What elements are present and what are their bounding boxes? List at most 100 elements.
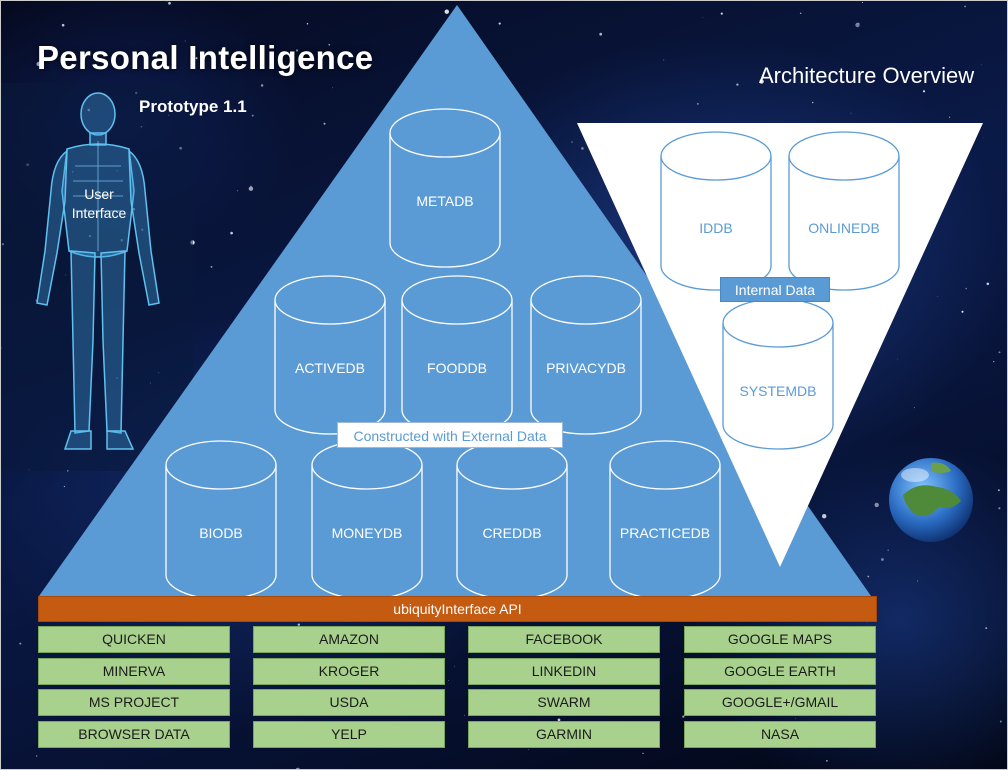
database-label: PRACTICEDB: [619, 525, 711, 541]
ubiquity-interface-api-bar: ubiquityInterface API: [38, 596, 877, 622]
star: [498, 22, 501, 25]
star: [999, 720, 1002, 723]
star: [332, 87, 334, 89]
star: [874, 502, 879, 508]
star: [980, 64, 982, 66]
database-cylinder: [722, 298, 834, 450]
star: [682, 715, 685, 718]
star: [36, 755, 38, 757]
star: [464, 715, 465, 717]
source-box: LINKEDIN: [468, 657, 660, 685]
source-box: MINERVA: [38, 657, 230, 685]
external-data-label: Constructed with External Data: [337, 422, 563, 448]
source-box: FACEBOOK: [468, 626, 660, 653]
star: [250, 185, 252, 187]
source-box: MS PROJECT: [38, 689, 230, 717]
star: [881, 558, 884, 561]
database-label: ONLINEDB: [808, 220, 880, 236]
star: [696, 103, 699, 105]
database-cylinder: [660, 131, 772, 291]
star: [998, 489, 1000, 491]
database-label: SYSTEMDB: [739, 383, 817, 399]
star: [961, 310, 964, 313]
database-label: PRIVACYDB: [546, 360, 626, 376]
database-cylinder: [389, 108, 501, 268]
internal-data-label: Internal Data: [720, 277, 830, 302]
database-cylinder: [609, 440, 721, 600]
database-cylinder: [788, 131, 900, 291]
source-box: QUICKEN: [38, 626, 230, 653]
star: [983, 137, 984, 139]
star: [887, 549, 889, 551]
star: [448, 680, 449, 681]
star: [850, 112, 852, 114]
database-cylinder: [274, 275, 386, 435]
star: [362, 60, 364, 61]
internal-database-cylinders: [660, 131, 900, 450]
star: [642, 752, 644, 754]
database-label: IDDB: [699, 220, 733, 236]
star: [985, 627, 988, 629]
star: [998, 351, 1001, 354]
star: [19, 642, 22, 645]
star: [702, 17, 704, 18]
star: [759, 79, 764, 84]
source-column-2: AMAZON KROGER USDA YELP: [253, 626, 445, 753]
source-box: GOOGLE+/GMAIL: [684, 689, 876, 717]
page-title: Personal Intelligence: [37, 39, 374, 76]
source-box: AMAZON: [253, 626, 445, 653]
source-column-4: GOOGLE MAPS GOOGLE EARTH GOOGLE+/GMAIL N…: [684, 626, 876, 753]
star: [826, 760, 828, 762]
star: [913, 407, 915, 409]
database-label: BIODB: [199, 525, 243, 541]
database-cylinder: [401, 275, 513, 435]
star: [230, 231, 233, 235]
star: [822, 514, 827, 519]
star: [571, 141, 573, 143]
star: [736, 83, 739, 86]
star: [998, 507, 1001, 510]
user-interface-label: User Interface: [71, 186, 127, 221]
star: [855, 22, 860, 28]
star: [328, 43, 331, 46]
database-label: MONEYDB: [331, 525, 403, 541]
star: [251, 114, 254, 117]
database-label: FOODDB: [427, 360, 487, 376]
star: [61, 23, 65, 27]
star: [210, 265, 213, 268]
database-label: CREDDB: [482, 525, 542, 541]
star: [454, 665, 455, 667]
star: [63, 485, 66, 488]
star: [260, 84, 264, 87]
star: [599, 32, 603, 36]
star: [557, 718, 561, 722]
star: [949, 116, 951, 118]
source-box: USDA: [253, 689, 445, 717]
source-box: YELP: [253, 721, 445, 749]
star: [323, 122, 326, 125]
star: [993, 360, 995, 363]
source-box: NASA: [684, 721, 876, 749]
database-label: ACTIVEDB: [294, 360, 365, 376]
star: [795, 718, 796, 719]
architecture-overview-heading: Architecture Overview: [759, 63, 975, 88]
star: [297, 623, 301, 626]
star: [720, 12, 723, 15]
star: [36, 61, 41, 67]
database-cylinder: [165, 440, 277, 600]
star: [236, 190, 239, 192]
star: [951, 69, 953, 71]
star: [527, 749, 529, 751]
source-column-3: FACEBOOK LINKEDIN SWARM GARMIN: [468, 626, 660, 753]
star: [867, 575, 870, 578]
star: [916, 580, 919, 582]
source-box: BROWSER DATA: [38, 721, 230, 749]
star: [168, 1, 171, 5]
star: [195, 57, 198, 60]
star: [295, 767, 300, 769]
star: [184, 40, 186, 42]
star: [862, 2, 863, 3]
star: [166, 1, 168, 3]
